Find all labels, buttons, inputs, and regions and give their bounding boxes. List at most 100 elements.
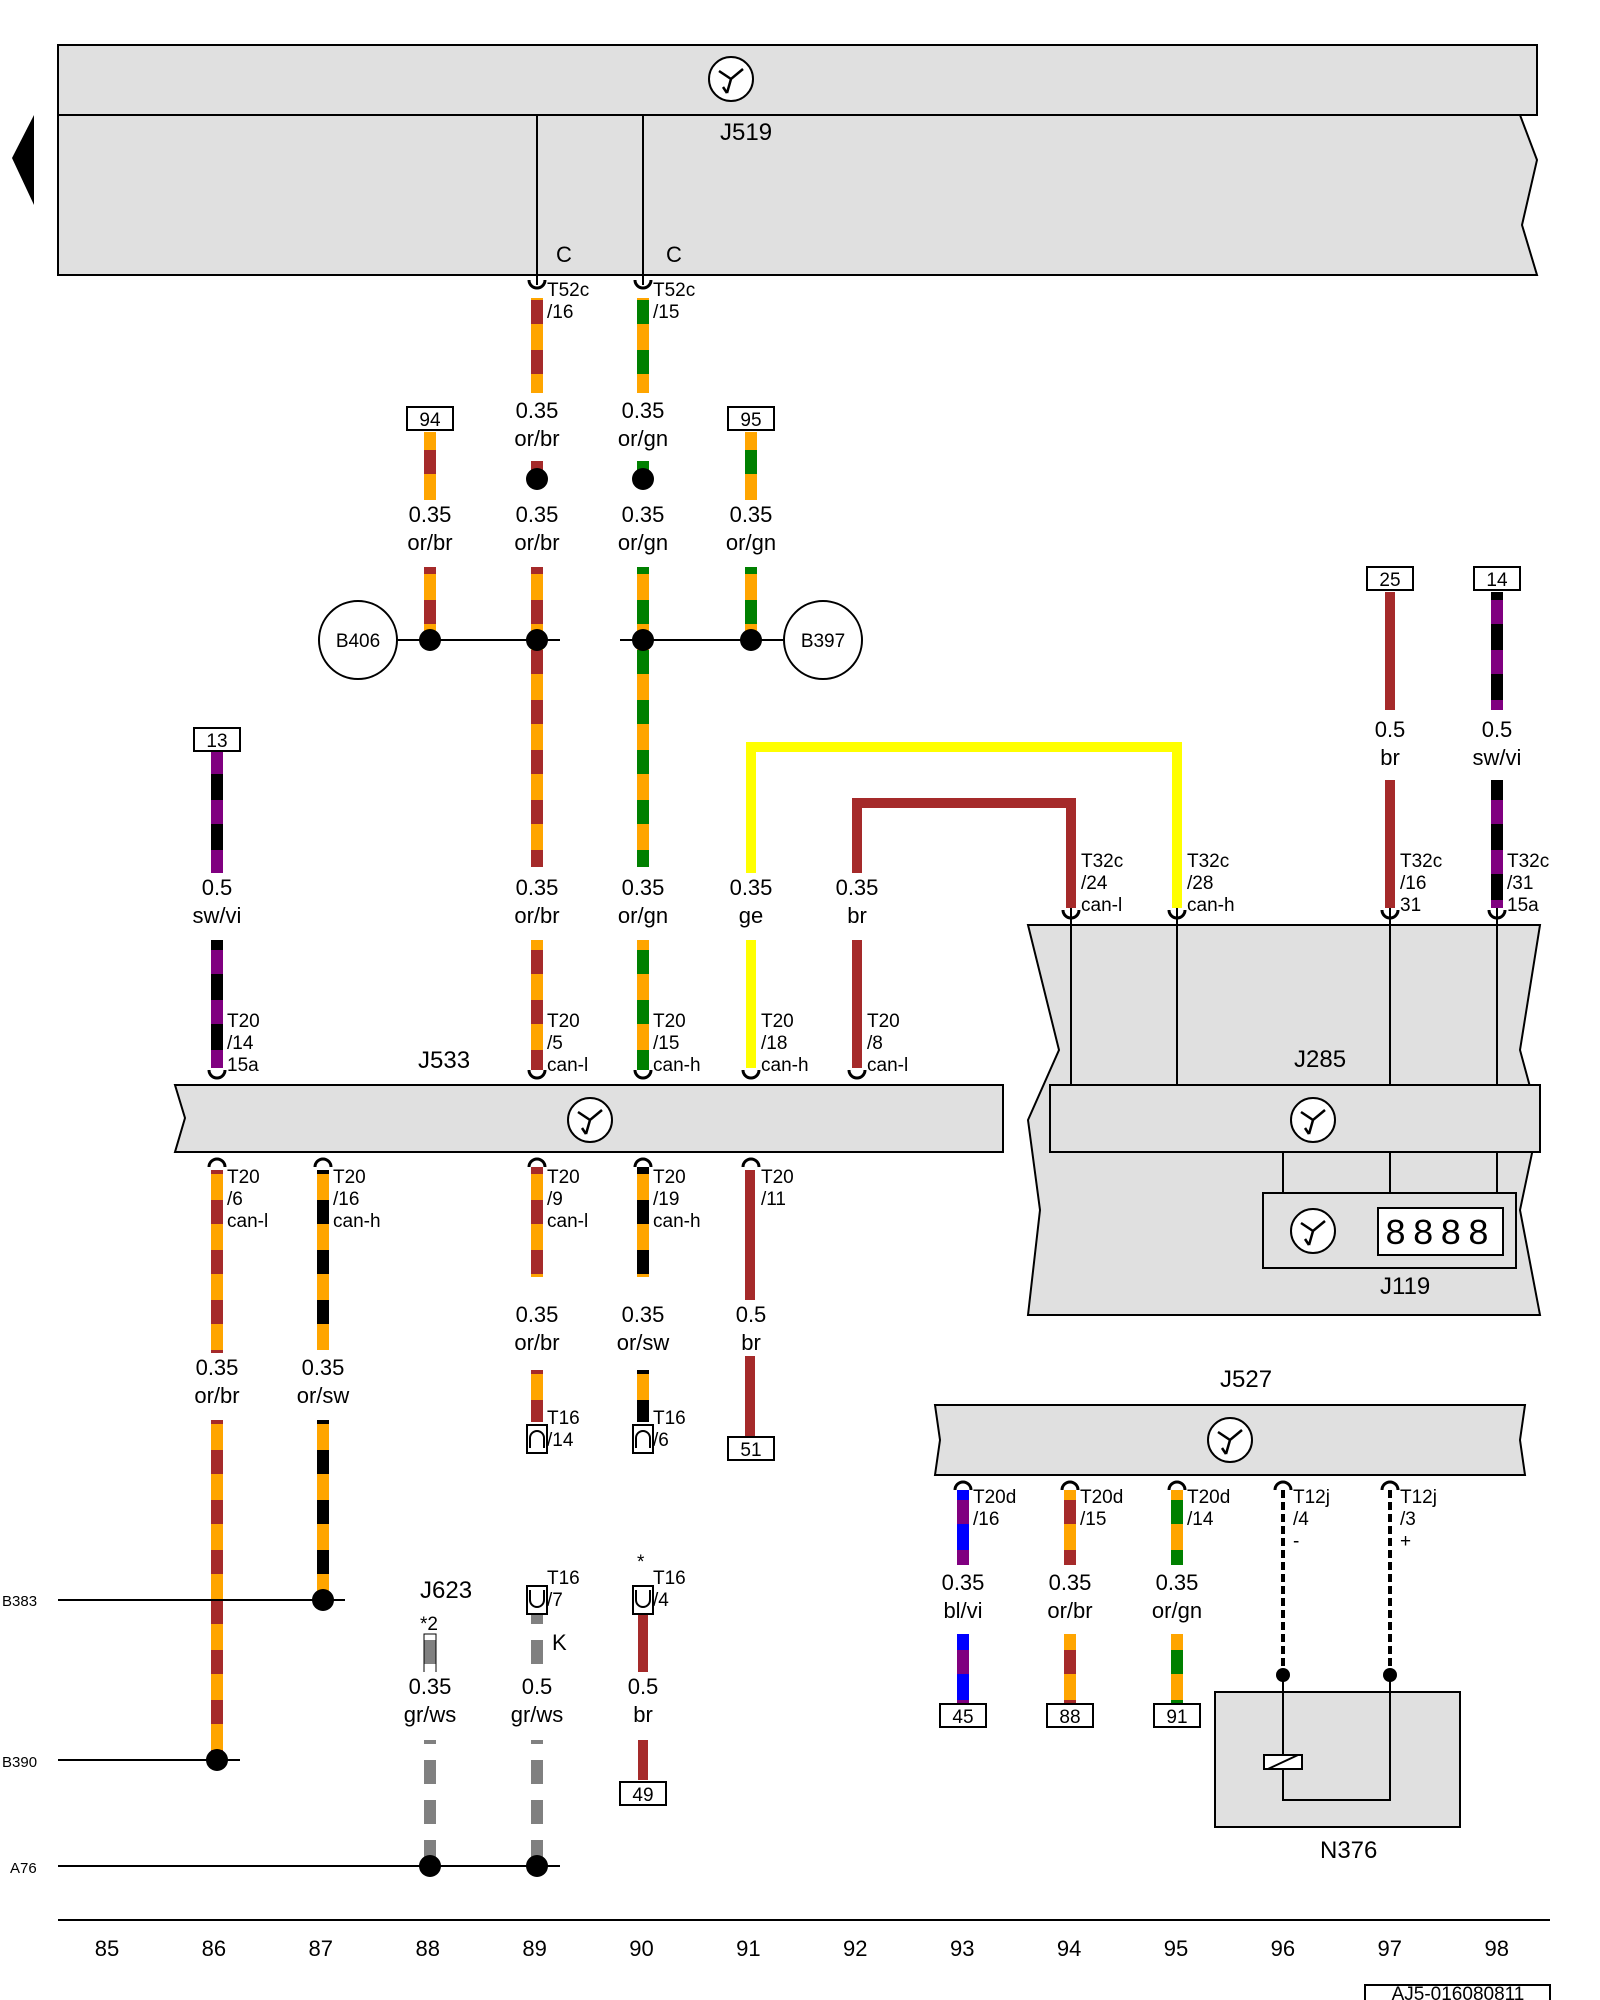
wire-color: or/br xyxy=(514,426,559,451)
plug-icon xyxy=(1167,1480,1187,1491)
instrument-cluster-j119: 8888 J119 xyxy=(1262,1192,1517,1300)
wire-color: gr/ws xyxy=(511,1702,564,1727)
connector-text: can-l xyxy=(867,1055,908,1076)
connector-text: /16 xyxy=(547,302,573,323)
wire-label: 0.5sw/vi xyxy=(1465,715,1529,771)
control-unit-icon xyxy=(1289,1096,1337,1144)
track-number: 96 xyxy=(1271,1936,1295,1961)
connector-text: T16 xyxy=(653,1408,686,1429)
reference-number: 88 xyxy=(1059,1707,1080,1728)
track-number: 98 xyxy=(1484,1936,1508,1961)
wire-label: 0.5br xyxy=(719,1300,783,1356)
footnote-mark: * xyxy=(637,1552,645,1573)
connector-text: /24 xyxy=(1081,873,1108,894)
connector-text: /15 xyxy=(1080,1509,1106,1530)
connector-text: /14 xyxy=(1187,1509,1214,1530)
wire-size: 0.35 xyxy=(1049,1570,1092,1595)
reference-number: 14 xyxy=(1486,570,1508,591)
control-unit-icon xyxy=(707,55,755,103)
wire-label: 0.5gr/ws xyxy=(505,1672,569,1728)
splice-b406: B406 xyxy=(318,600,560,680)
plug-icon xyxy=(527,1069,547,1080)
reference-number: 91 xyxy=(1166,1707,1187,1728)
plug-icon xyxy=(633,1069,653,1080)
control-unit-icon xyxy=(1206,1416,1254,1464)
connector-label: T52c/16 xyxy=(547,280,589,323)
wire-color: or/br xyxy=(514,903,559,928)
connector-text: T20 xyxy=(653,1167,686,1188)
connector-text: /11 xyxy=(761,1189,786,1210)
connector-text: T16 xyxy=(653,1568,686,1589)
control-unit-j285: J285 8888 J119 xyxy=(1026,908,1542,1316)
connector-text: T16 xyxy=(547,1568,580,1589)
plug-icon xyxy=(953,1480,973,1491)
reference-number: 95 xyxy=(740,410,761,431)
junction-dot xyxy=(526,468,548,490)
connector-text: - xyxy=(1293,1531,1299,1552)
wire-size: 0.35 xyxy=(836,875,879,900)
connector-text: 15a xyxy=(1507,895,1539,916)
connector-text: can-h xyxy=(653,1211,701,1232)
connector-text: T20 xyxy=(761,1011,794,1032)
connector-text: /18 xyxy=(761,1033,787,1054)
plug-icon xyxy=(207,1069,227,1080)
connector-text: T16 xyxy=(547,1408,580,1429)
connector-label: T20d/16 xyxy=(973,1487,1016,1530)
wire-color: or/gn xyxy=(618,426,668,451)
connector-text: T20 xyxy=(761,1167,794,1188)
wire-labels: 0.35or/br0.35or/gn0.35or/br0.35or/br0.35… xyxy=(185,396,1529,1728)
wire-color: sw/vi xyxy=(1473,745,1522,770)
reference-number: 94 xyxy=(419,410,441,431)
connector-text: T20 xyxy=(227,1011,260,1032)
wire-color: gr/ws xyxy=(404,1702,457,1727)
wire-size: 0.35 xyxy=(942,1570,985,1595)
junction-dot xyxy=(632,468,654,490)
wire-size: 0.35 xyxy=(622,1302,665,1327)
wire-label: 0.5br xyxy=(611,1672,675,1728)
connector-text: T20 xyxy=(547,1011,580,1032)
plug-icon xyxy=(1167,909,1187,920)
component-label: J623 xyxy=(420,1577,472,1604)
arrow-left-icon xyxy=(12,115,34,205)
reference-box: 88 xyxy=(1046,1703,1094,1728)
wire-color: bl/vi xyxy=(943,1598,982,1623)
pin-c-label: C xyxy=(666,242,682,267)
connector-text: can-h xyxy=(1187,895,1235,916)
wire-size: 0.35 xyxy=(730,502,773,527)
component-label: J527 xyxy=(1220,1366,1272,1393)
wire-size: 0.35 xyxy=(516,502,559,527)
plug-icon xyxy=(847,1069,867,1080)
connector-text: can-l xyxy=(547,1211,588,1232)
reference-number: 51 xyxy=(740,1440,761,1461)
connector-text: /7 xyxy=(547,1590,563,1611)
reference-number: 45 xyxy=(952,1707,973,1728)
wire-label: 0.35 bl/vi xyxy=(931,1568,995,1624)
connector-text: /16 xyxy=(973,1509,999,1530)
wire-color: or/br xyxy=(407,530,452,555)
wire-color: br xyxy=(633,1702,653,1727)
component-label: J519 xyxy=(720,119,772,146)
footnote-label: *2 xyxy=(420,1614,438,1635)
component-label: N376 xyxy=(1320,1837,1377,1864)
wire-color: sw/vi xyxy=(193,903,242,928)
reference-box: 13 xyxy=(193,727,241,752)
connector-text: T32c xyxy=(1187,851,1229,872)
track-number: 87 xyxy=(309,1936,333,1961)
connector-text: 31 xyxy=(1400,895,1421,916)
track-number: 88 xyxy=(415,1936,439,1961)
connector-text: T52c xyxy=(653,280,695,301)
connector-text: can-h xyxy=(653,1055,701,1076)
segment-display xyxy=(1377,1207,1504,1256)
connector-text: /14 xyxy=(227,1033,254,1054)
reference-box: 94 xyxy=(406,406,454,431)
